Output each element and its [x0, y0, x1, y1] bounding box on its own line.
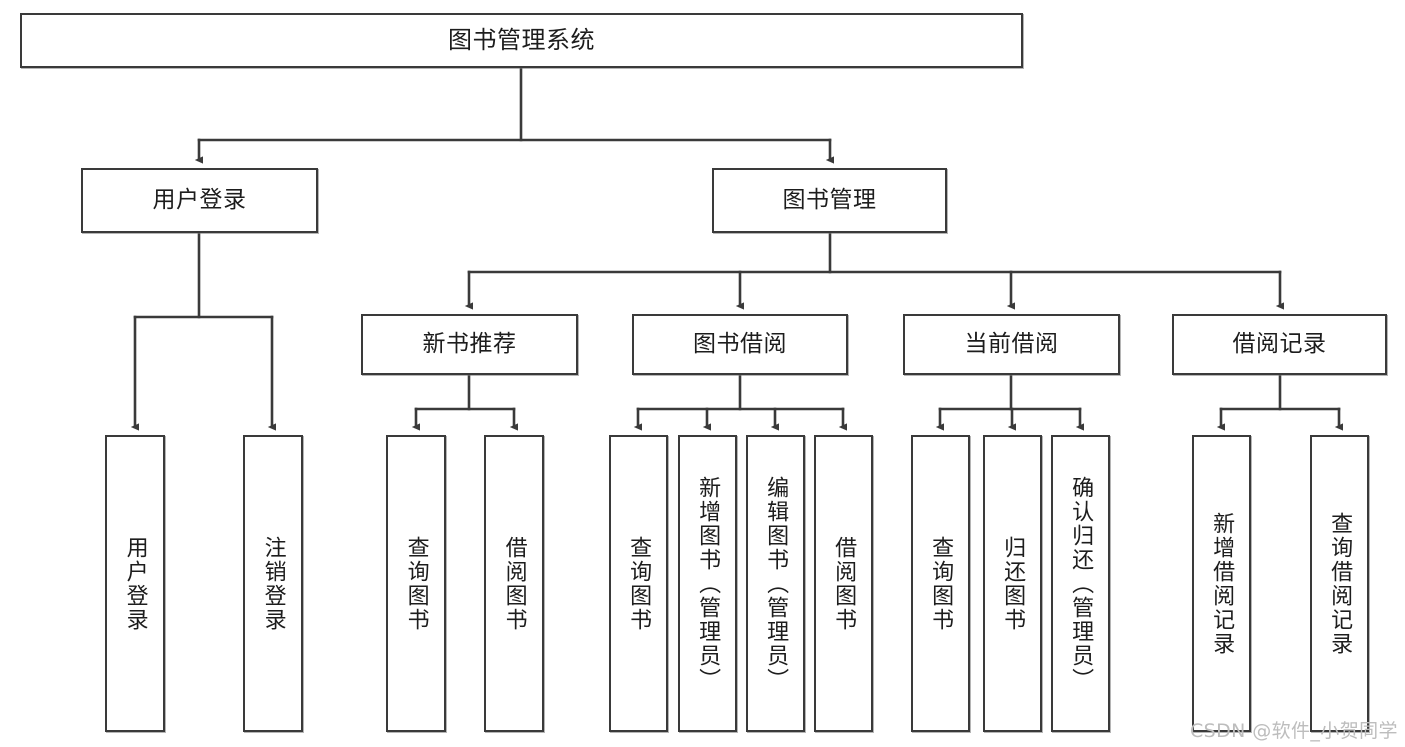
node-leaf-logout[interactable]: 注销登录 — [243, 435, 303, 732]
node-current-borrow[interactable]: 当前借阅 — [903, 314, 1120, 375]
node-label: 图书管理 — [782, 186, 877, 213]
node-leaf-confirm-return[interactable]: 确认归还（管理员） — [1051, 435, 1110, 732]
node-leaf-query-book-3[interactable]: 查询图书 — [911, 435, 970, 732]
node-label: 新增借阅记录 — [1209, 511, 1235, 656]
node-leaf-query-record[interactable]: 查询借阅记录 — [1310, 435, 1369, 732]
node-label: 借阅图书 — [831, 535, 857, 632]
node-leaf-add-book[interactable]: 新增图书（管理员） — [678, 435, 737, 732]
node-borrow-record[interactable]: 借阅记录 — [1172, 314, 1387, 375]
node-user-login[interactable]: 用户登录 — [81, 168, 318, 233]
node-book-borrow[interactable]: 图书借阅 — [632, 314, 848, 375]
node-label: 注销登录 — [260, 535, 286, 632]
node-label: 查询图书 — [928, 535, 954, 632]
node-leaf-return-book[interactable]: 归还图书 — [983, 435, 1042, 732]
node-leaf-query-book-2[interactable]: 查询图书 — [609, 435, 668, 732]
node-label: 用户登录 — [122, 535, 148, 632]
node-label: 新增图书（管理员） — [695, 475, 721, 692]
node-label: 借阅记录 — [1232, 330, 1327, 357]
node-label: 新书推荐 — [422, 330, 517, 357]
node-label: 用户登录 — [152, 186, 247, 213]
node-label: 查询借阅记录 — [1327, 511, 1353, 656]
node-label: 查询图书 — [403, 535, 429, 632]
node-root-system[interactable]: 图书管理系统 — [20, 13, 1023, 68]
node-label: 编辑图书（管理员） — [763, 475, 789, 692]
node-label: 查询图书 — [626, 535, 652, 632]
node-label: 图书管理系统 — [448, 26, 595, 55]
node-label: 借阅图书 — [501, 535, 527, 632]
csdn-watermark: CSDN @软件_小贺同学 — [1190, 720, 1398, 742]
node-label: 归还图书 — [1000, 535, 1026, 632]
node-new-book-rec[interactable]: 新书推荐 — [361, 314, 578, 375]
node-leaf-edit-book[interactable]: 编辑图书（管理员） — [746, 435, 805, 732]
node-leaf-borrow-book-2[interactable]: 借阅图书 — [814, 435, 873, 732]
node-leaf-user-login[interactable]: 用户登录 — [105, 435, 165, 732]
node-book-manage[interactable]: 图书管理 — [712, 168, 947, 233]
node-leaf-add-record[interactable]: 新增借阅记录 — [1192, 435, 1251, 732]
node-label: 确认归还（管理员） — [1068, 475, 1094, 692]
node-label: 当前借阅 — [964, 330, 1059, 357]
node-leaf-borrow-book-1[interactable]: 借阅图书 — [484, 435, 544, 732]
node-leaf-query-book-1[interactable]: 查询图书 — [386, 435, 446, 732]
node-label: 图书借阅 — [693, 330, 787, 357]
